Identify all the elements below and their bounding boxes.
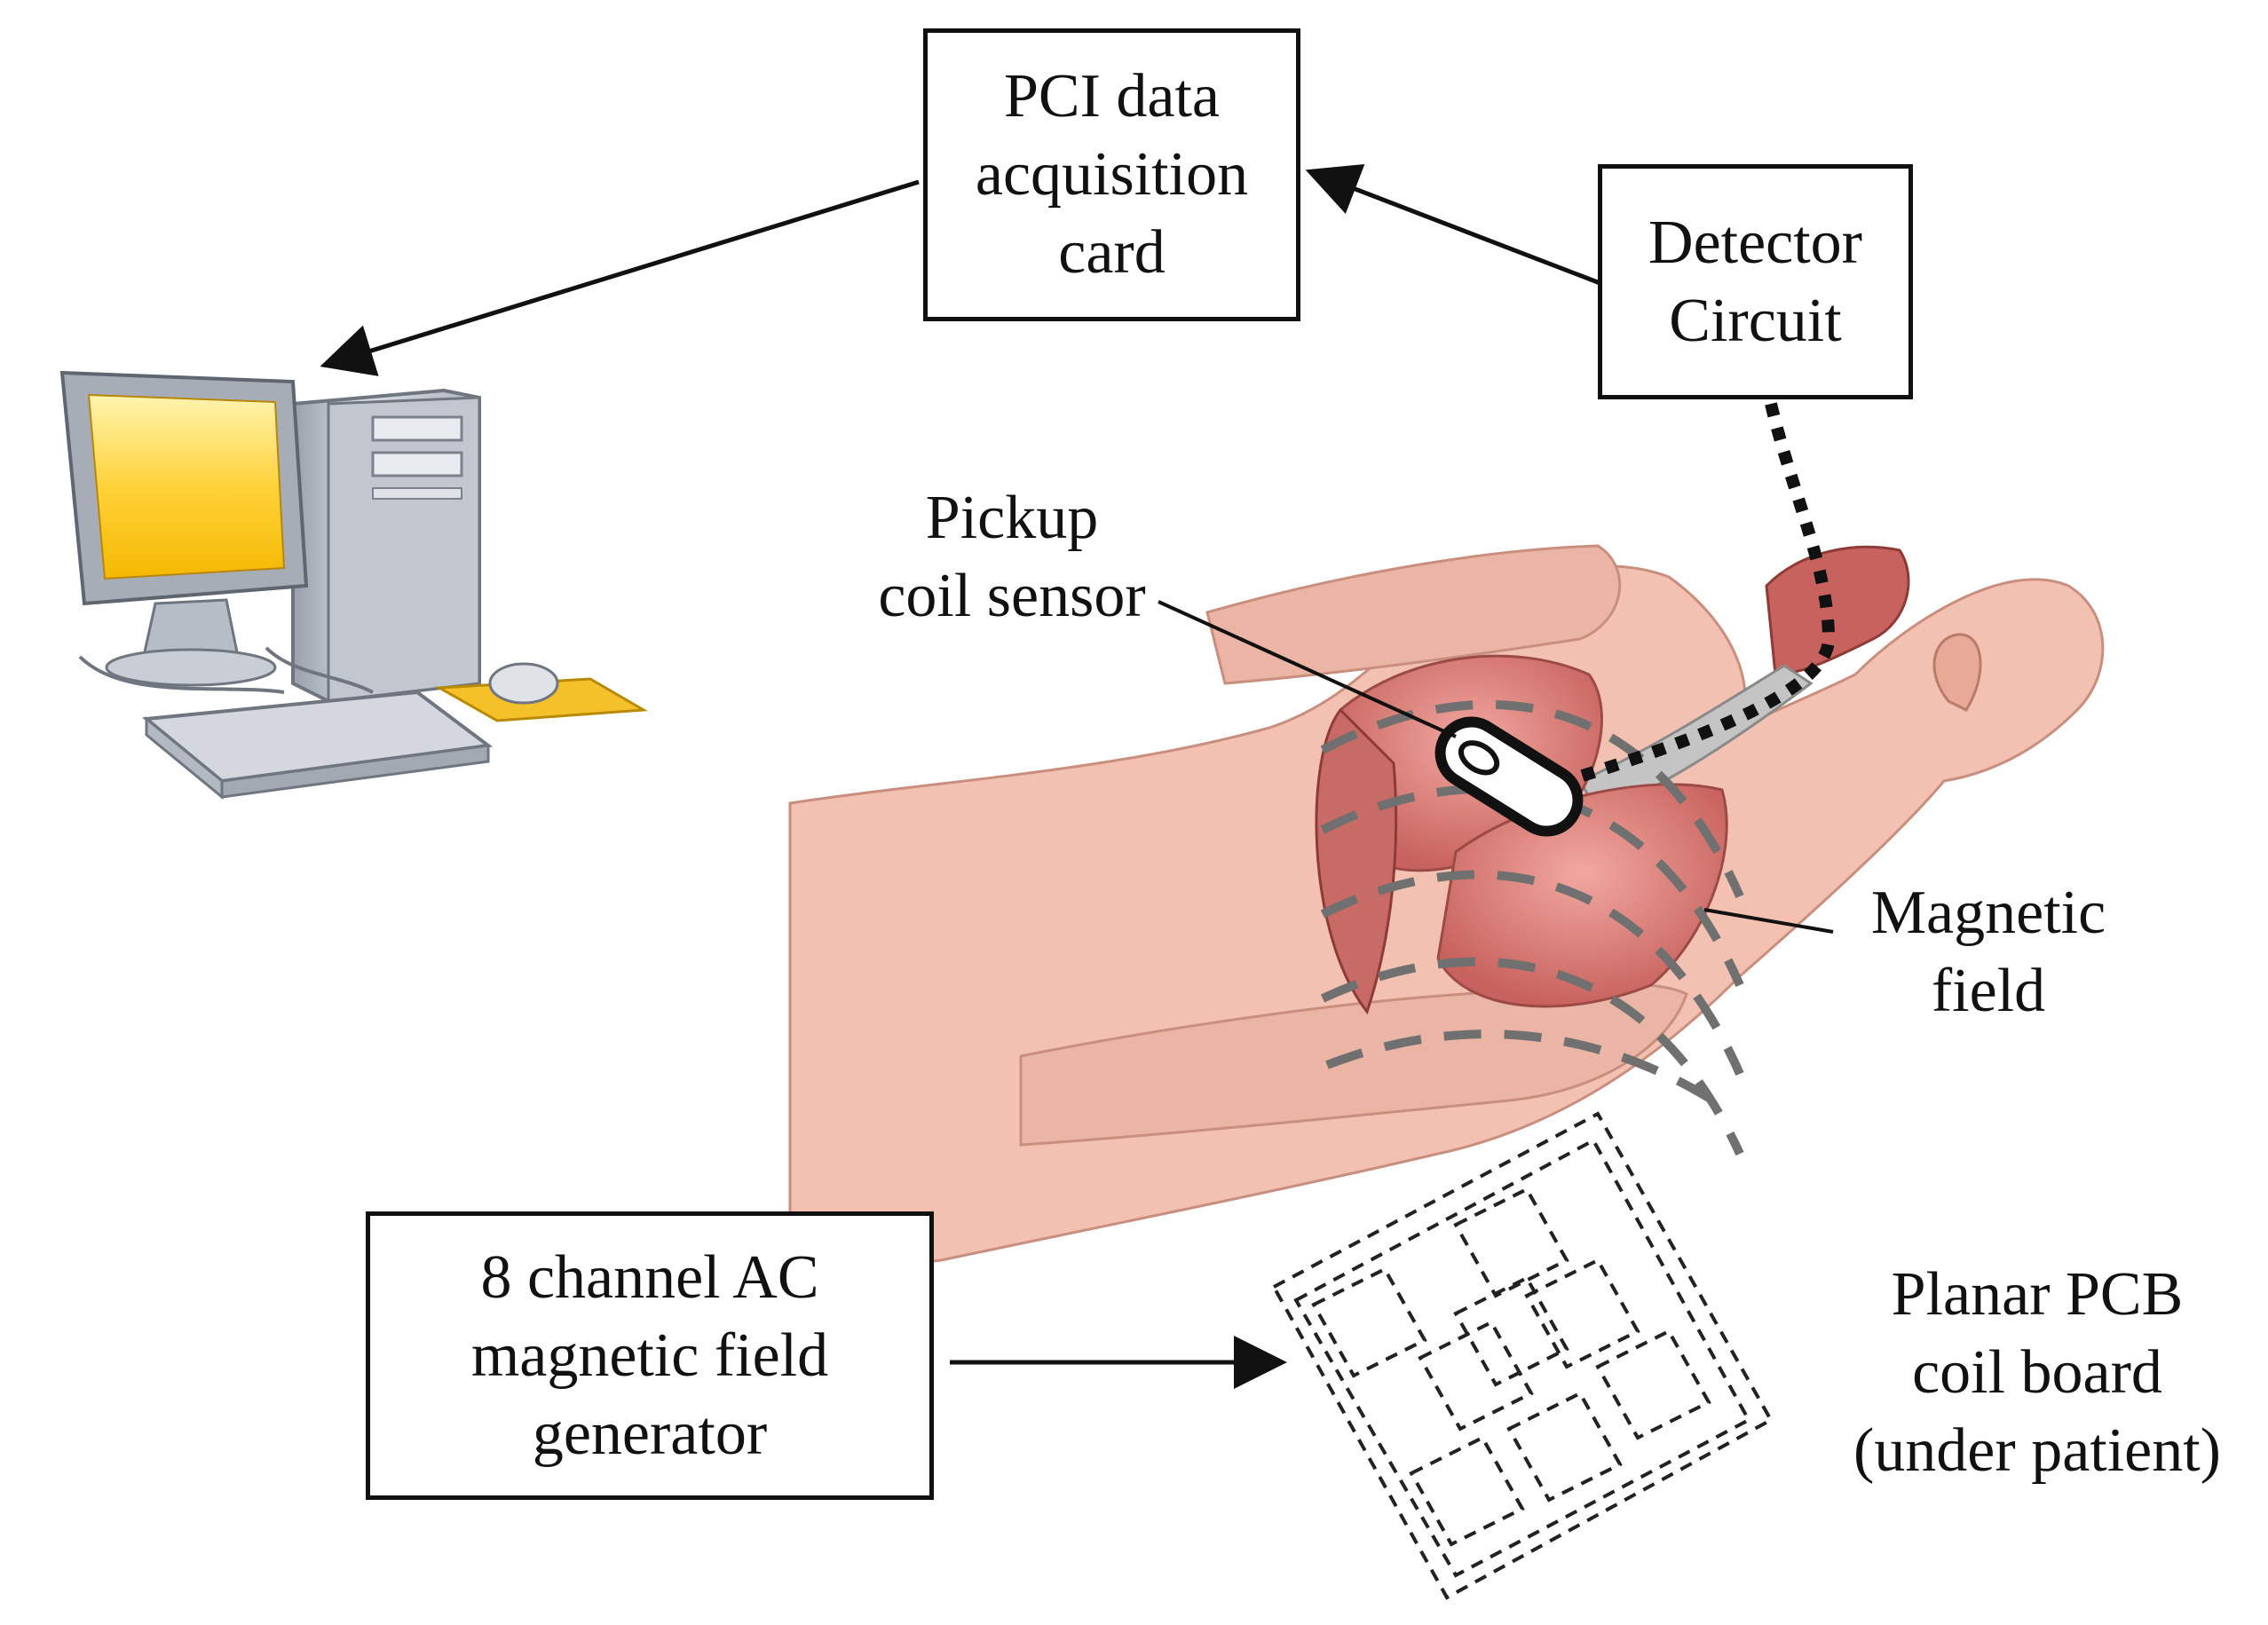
detector-circuit-label: Detector Circuit bbox=[1648, 208, 1862, 355]
patient-diaphragm bbox=[1315, 707, 1398, 1015]
detector-wire bbox=[1534, 402, 1836, 796]
computer-icon bbox=[59, 370, 648, 801]
pci-card-label: PCI data acquisition card bbox=[975, 62, 1249, 287]
pickup-coil-label: Pickup coil sensor bbox=[878, 484, 1146, 630]
mouse bbox=[488, 662, 559, 705]
planar-pcb-label: Planar PCB coil board (under patient) bbox=[1853, 1260, 2221, 1485]
field-generator-box: 8 channel AC magnetic field generator bbox=[366, 1211, 934, 1500]
pci-card-box: PCI data acquisition card bbox=[923, 28, 1300, 321]
monitor-screen bbox=[87, 393, 286, 580]
pcb-coil-board bbox=[1271, 1111, 1774, 1600]
patient-illustration bbox=[788, 544, 2105, 1280]
patient-airway-head bbox=[1765, 545, 1910, 676]
magnetic-field-lines bbox=[1320, 700, 1744, 1156]
arrow-detector-to-pci bbox=[1305, 163, 1603, 287]
pickup-coil-sensor bbox=[1434, 716, 1584, 837]
patient-ear bbox=[1932, 633, 1982, 712]
field-generator-label: 8 channel AC magnetic field generator bbox=[470, 1242, 829, 1468]
magnetic-field-label: Magnetic field bbox=[1870, 879, 2106, 1025]
detector-circuit-box: Detector Circuit bbox=[1598, 164, 1913, 399]
pointer-pickup-label bbox=[1158, 600, 1457, 738]
arrow-pci-to-computer bbox=[320, 179, 920, 376]
patient-arm-upper bbox=[1205, 544, 1622, 685]
patient-arm-lower bbox=[1019, 982, 1688, 1147]
pointer-magnetic-label bbox=[1703, 908, 1834, 934]
